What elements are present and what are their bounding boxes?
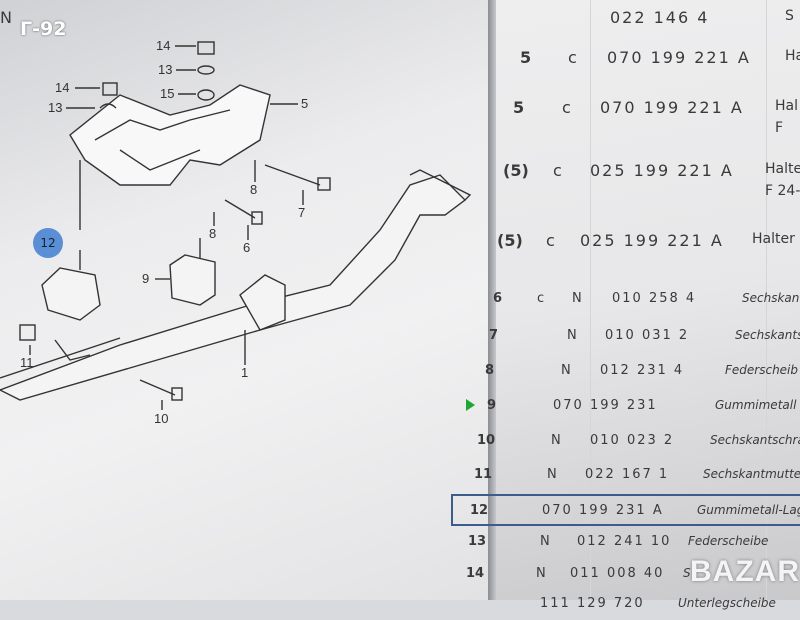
cell-part: 025 199 221 A <box>590 161 734 180</box>
table-row[interactable]: 111 129 720 Unterlegscheibe <box>0 590 800 620</box>
cell-part: 010 031 2 <box>605 328 690 343</box>
cell-pos: 10 <box>477 433 496 448</box>
current-row-arrow-icon <box>466 399 475 411</box>
cell-pos: 5 <box>520 48 532 67</box>
cell-n: N <box>572 291 582 306</box>
cell-pos: 9 <box>487 398 497 413</box>
cell-desc: Federscheib <box>725 363 799 377</box>
callout[interactable]: 11 <box>20 355 34 370</box>
table-row[interactable]: 5 c 070 199 221 A Ha <box>0 42 800 72</box>
table-row[interactable]: 9 070 199 231 Gummimetall <box>0 392 800 422</box>
cell-desc: Gummimetall <box>715 398 797 412</box>
cell-part: 070 199 221 A <box>600 98 744 117</box>
cell-pos: 11 <box>474 467 493 482</box>
cell-pos: 8 <box>485 363 495 378</box>
cell-pos: 5 <box>513 98 525 117</box>
cell-part: 012 231 4 <box>600 363 685 378</box>
exploded-view-drawing <box>0 41 472 410</box>
table-row[interactable]: 14 N 011 008 40 S <box>0 560 800 590</box>
cell-desc: Unterlegscheibe <box>678 596 776 610</box>
cell-desc-line2: F <box>775 120 784 136</box>
cell-pos: 14 <box>466 566 485 581</box>
cell-part: 025 199 221 A <box>580 231 724 250</box>
cell-desc: Sechskan <box>742 291 800 305</box>
table-row[interactable]: 7 N 010 031 2 Sechskants <box>0 322 800 352</box>
cell-part: 010 023 2 <box>590 433 675 448</box>
panel-splitter[interactable] <box>488 0 496 600</box>
callout[interactable]: 10 <box>154 411 169 426</box>
listing-badge: Г-92 <box>20 18 67 40</box>
cell-c: c <box>553 161 562 180</box>
cell-part: 022 146 4 <box>610 8 710 27</box>
cell-pos: 7 <box>489 328 499 343</box>
cell-n: N <box>567 328 577 343</box>
cell-desc: Sechskantmutte <box>703 467 800 481</box>
cell-desc: S <box>785 8 794 24</box>
cell-c: c <box>568 48 577 67</box>
cell-part: 012 241 10 <box>577 534 672 549</box>
table-row[interactable]: (5) c 025 199 221 A Halte F 24-H <box>0 155 800 199</box>
callout-12-highlighted[interactable]: 12 <box>33 228 63 258</box>
table-row[interactable]: N 022 146 4 S <box>0 2 800 32</box>
cell-n: N <box>561 363 571 378</box>
callout[interactable]: 15 <box>160 86 175 101</box>
callout[interactable]: 1 <box>241 365 249 380</box>
cell-part: 111 129 720 <box>540 596 645 611</box>
cell-pos: (5) <box>497 231 523 250</box>
cell-desc: Sechskantschra <box>710 433 800 447</box>
parts-table <box>496 0 800 600</box>
cell-desc: Gummimetall-Lag <box>697 503 800 517</box>
table-row[interactable]: 10 N 010 023 2 Sechskantschra <box>0 427 800 457</box>
table-row[interactable]: 6 c N 010 258 4 Sechskan <box>0 285 800 315</box>
callout[interactable]: 5 <box>301 96 309 111</box>
cell-part: 070 199 231 <box>553 398 658 413</box>
callout[interactable]: 13 <box>48 100 63 115</box>
table-row[interactable]: 12 070 199 231 A Gummimetall-Lag <box>0 494 800 527</box>
callout[interactable]: 8 <box>209 226 217 241</box>
cell-desc-line2: F 24-H <box>765 183 800 199</box>
cell-n: N <box>536 566 546 581</box>
cell-part: 070 199 231 A <box>542 503 664 518</box>
cell-c: c <box>546 231 555 250</box>
cell-desc: Sechskants <box>735 328 800 342</box>
callout[interactable]: 13 <box>158 62 173 77</box>
callout[interactable]: 9 <box>142 271 150 286</box>
cell-pos: 12 <box>470 503 489 518</box>
cell-desc: Federscheibe <box>688 534 769 548</box>
cell-desc: Hal <box>775 98 798 114</box>
selected-row-outline <box>451 494 800 526</box>
cell-n: N <box>547 467 557 482</box>
table-row[interactable]: (5) c 025 199 221 A Halter <box>0 225 800 255</box>
callout[interactable]: 6 <box>243 240 251 255</box>
callout[interactable]: 8 <box>250 182 258 197</box>
table-row[interactable]: 11 N 022 167 1 Sechskantmutte <box>0 461 800 491</box>
cell-n: N <box>540 534 550 549</box>
bazar-watermark-logo: BAZAR <box>690 555 800 588</box>
cell-desc: Halte <box>765 161 800 177</box>
cell-part: 011 008 40 <box>570 566 665 581</box>
cell-desc: S <box>683 566 691 580</box>
cell-pos: 13 <box>468 534 487 549</box>
cell-desc: Ha <box>785 48 800 64</box>
cell-n: N <box>0 8 12 27</box>
cell-desc: Halter <box>752 231 795 247</box>
cell-n: N <box>551 433 561 448</box>
cell-part: 022 167 1 <box>585 467 670 482</box>
table-row[interactable]: 8 N 012 231 4 Federscheib <box>0 357 800 387</box>
table-row[interactable]: 13 N 012 241 10 Federscheibe <box>0 528 800 558</box>
callout[interactable]: 14 <box>55 80 70 95</box>
cell-c: c <box>537 291 545 306</box>
cell-part: 010 258 4 <box>612 291 697 306</box>
cell-pos: 6 <box>493 291 503 306</box>
callout[interactable]: 7 <box>298 205 306 220</box>
cell-c: c <box>562 98 571 117</box>
cell-part: 070 199 221 A <box>607 48 751 67</box>
parts-diagram: Г-92 12 14 13 15 5 14 13 8 7 8 6 9 11 1 … <box>0 0 492 600</box>
callout[interactable]: 14 <box>156 38 171 53</box>
cell-pos: (5) <box>503 161 529 180</box>
